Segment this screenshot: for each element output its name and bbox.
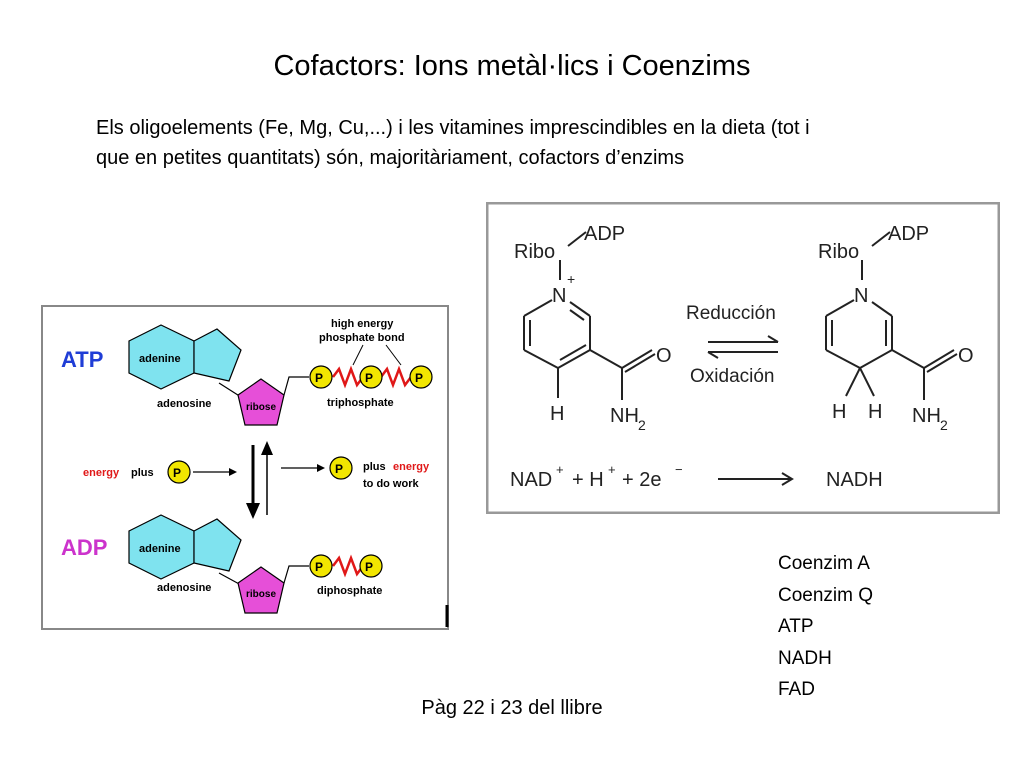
coenzyme-item: NADH [778, 647, 832, 669]
amide-nh-label: NH [912, 405, 941, 427]
coenzyme-item: FAD [778, 679, 815, 700]
adenine-label: adenine [139, 543, 181, 555]
coenzyme-list: Coenzim A Coenzim Q ATP NADH FAD [778, 548, 873, 706]
phosphate-label: P [335, 462, 343, 476]
amide-subscript: 2 [638, 417, 646, 433]
adp-label: ADP [584, 223, 625, 245]
hydrogen-label: H [550, 403, 564, 425]
nitrogen-label: N [854, 285, 868, 307]
amide-nh-label: NH [610, 405, 639, 427]
phosphate-label: P [415, 371, 423, 385]
slide-title: Cofactors: Ions metàl·lics i Coenzims [273, 50, 751, 82]
phosphate-label: P [315, 560, 323, 574]
atp-panel-border [41, 305, 449, 630]
phosphate-circle [359, 365, 383, 389]
intro-text: Els oligoelements (Fe, Mg, Cu,...) i les… [96, 113, 956, 173]
oxygen-label: O [958, 345, 974, 367]
amide-subscript: 2 [940, 417, 948, 433]
phosphate-circle [309, 554, 333, 578]
nad-nadh-diagram: Ribo ADP N + O H NH 2 Reducción Oxidació… [486, 202, 1000, 514]
adenosine-label: adenosine [157, 398, 211, 410]
high-energy-bond [332, 554, 364, 578]
equation-product: NADH [826, 469, 883, 491]
high-energy-label-2: phosphate bond [319, 332, 405, 344]
nad-panel-border [486, 202, 1000, 514]
high-energy-bond-1 [332, 365, 364, 389]
nitrogen-label: N [552, 285, 566, 307]
phosphate-label: P [315, 371, 323, 385]
coenzyme-item: ATP [778, 616, 814, 637]
oxygen-label: O [656, 345, 672, 367]
adenine-pentagon [193, 518, 242, 572]
adp-label: ADP [888, 223, 929, 245]
equation-sup-minus: − [675, 462, 683, 477]
plus-label-right: plus [363, 461, 386, 473]
diphosphate-label: diphosphate [317, 585, 382, 597]
equation-electrons: + 2e [622, 469, 661, 491]
triphosphate-label: triphosphate [327, 397, 394, 409]
nitrogen-charge: + [567, 271, 575, 287]
phosphate-label: P [365, 560, 373, 574]
energy-label-left: energy [83, 467, 120, 479]
energy-label-right: energy [393, 461, 430, 473]
ribo-label: Ribo [514, 241, 555, 263]
adp-title: ADP [61, 535, 107, 560]
hydrogen-label: H [832, 401, 846, 423]
ribose-pentagon [237, 378, 285, 426]
phosphate-circle [309, 365, 333, 389]
coenzyme-item: Coenzim Q [778, 584, 874, 606]
coenzyme-item: Coenzim A [778, 553, 870, 574]
equation-nad: NAD [510, 469, 552, 491]
high-energy-label-1: high energy [331, 318, 394, 330]
equation-proton: + H [572, 469, 604, 491]
ribose-label: ribose [246, 402, 276, 413]
page-reference: Pàg 22 i 23 del llibre [421, 697, 603, 719]
to-do-work-label: to do work [363, 478, 419, 490]
phosphate-circle [409, 365, 433, 389]
adenosine-label: adenosine [157, 582, 211, 594]
pyridinium-ring [523, 299, 656, 400]
plus-label-left: plus [131, 467, 154, 479]
intro-line-2: que en petites quantitats) són, majorità… [96, 147, 685, 169]
phosphate-label: P [365, 371, 373, 385]
phosphate-circle [329, 456, 353, 480]
dihydropyridine-ring [825, 299, 958, 400]
phosphate-circle [359, 554, 383, 578]
adenine-pentagon [193, 328, 242, 382]
reduction-label: Reducción [686, 303, 776, 324]
equation-sup-plus: + [608, 462, 616, 477]
phosphate-label: P [173, 466, 181, 480]
adenine-label: adenine [139, 353, 181, 365]
atp-adp-diagram: ATP adenine adenosine ribose high energy… [41, 305, 449, 630]
hydrogen-label: H [868, 401, 882, 423]
equation-sup-plus: + [556, 462, 564, 477]
ribose-label: ribose [246, 589, 276, 600]
ribose-pentagon [237, 566, 285, 614]
ribo-label: Ribo [818, 241, 859, 263]
oxidation-label: Oxidación [690, 366, 775, 387]
phosphate-circle [167, 460, 191, 484]
intro-line-1: Els oligoelements (Fe, Mg, Cu,...) i les… [96, 117, 810, 139]
atp-title: ATP [61, 347, 103, 372]
high-energy-bond-2 [380, 365, 412, 389]
